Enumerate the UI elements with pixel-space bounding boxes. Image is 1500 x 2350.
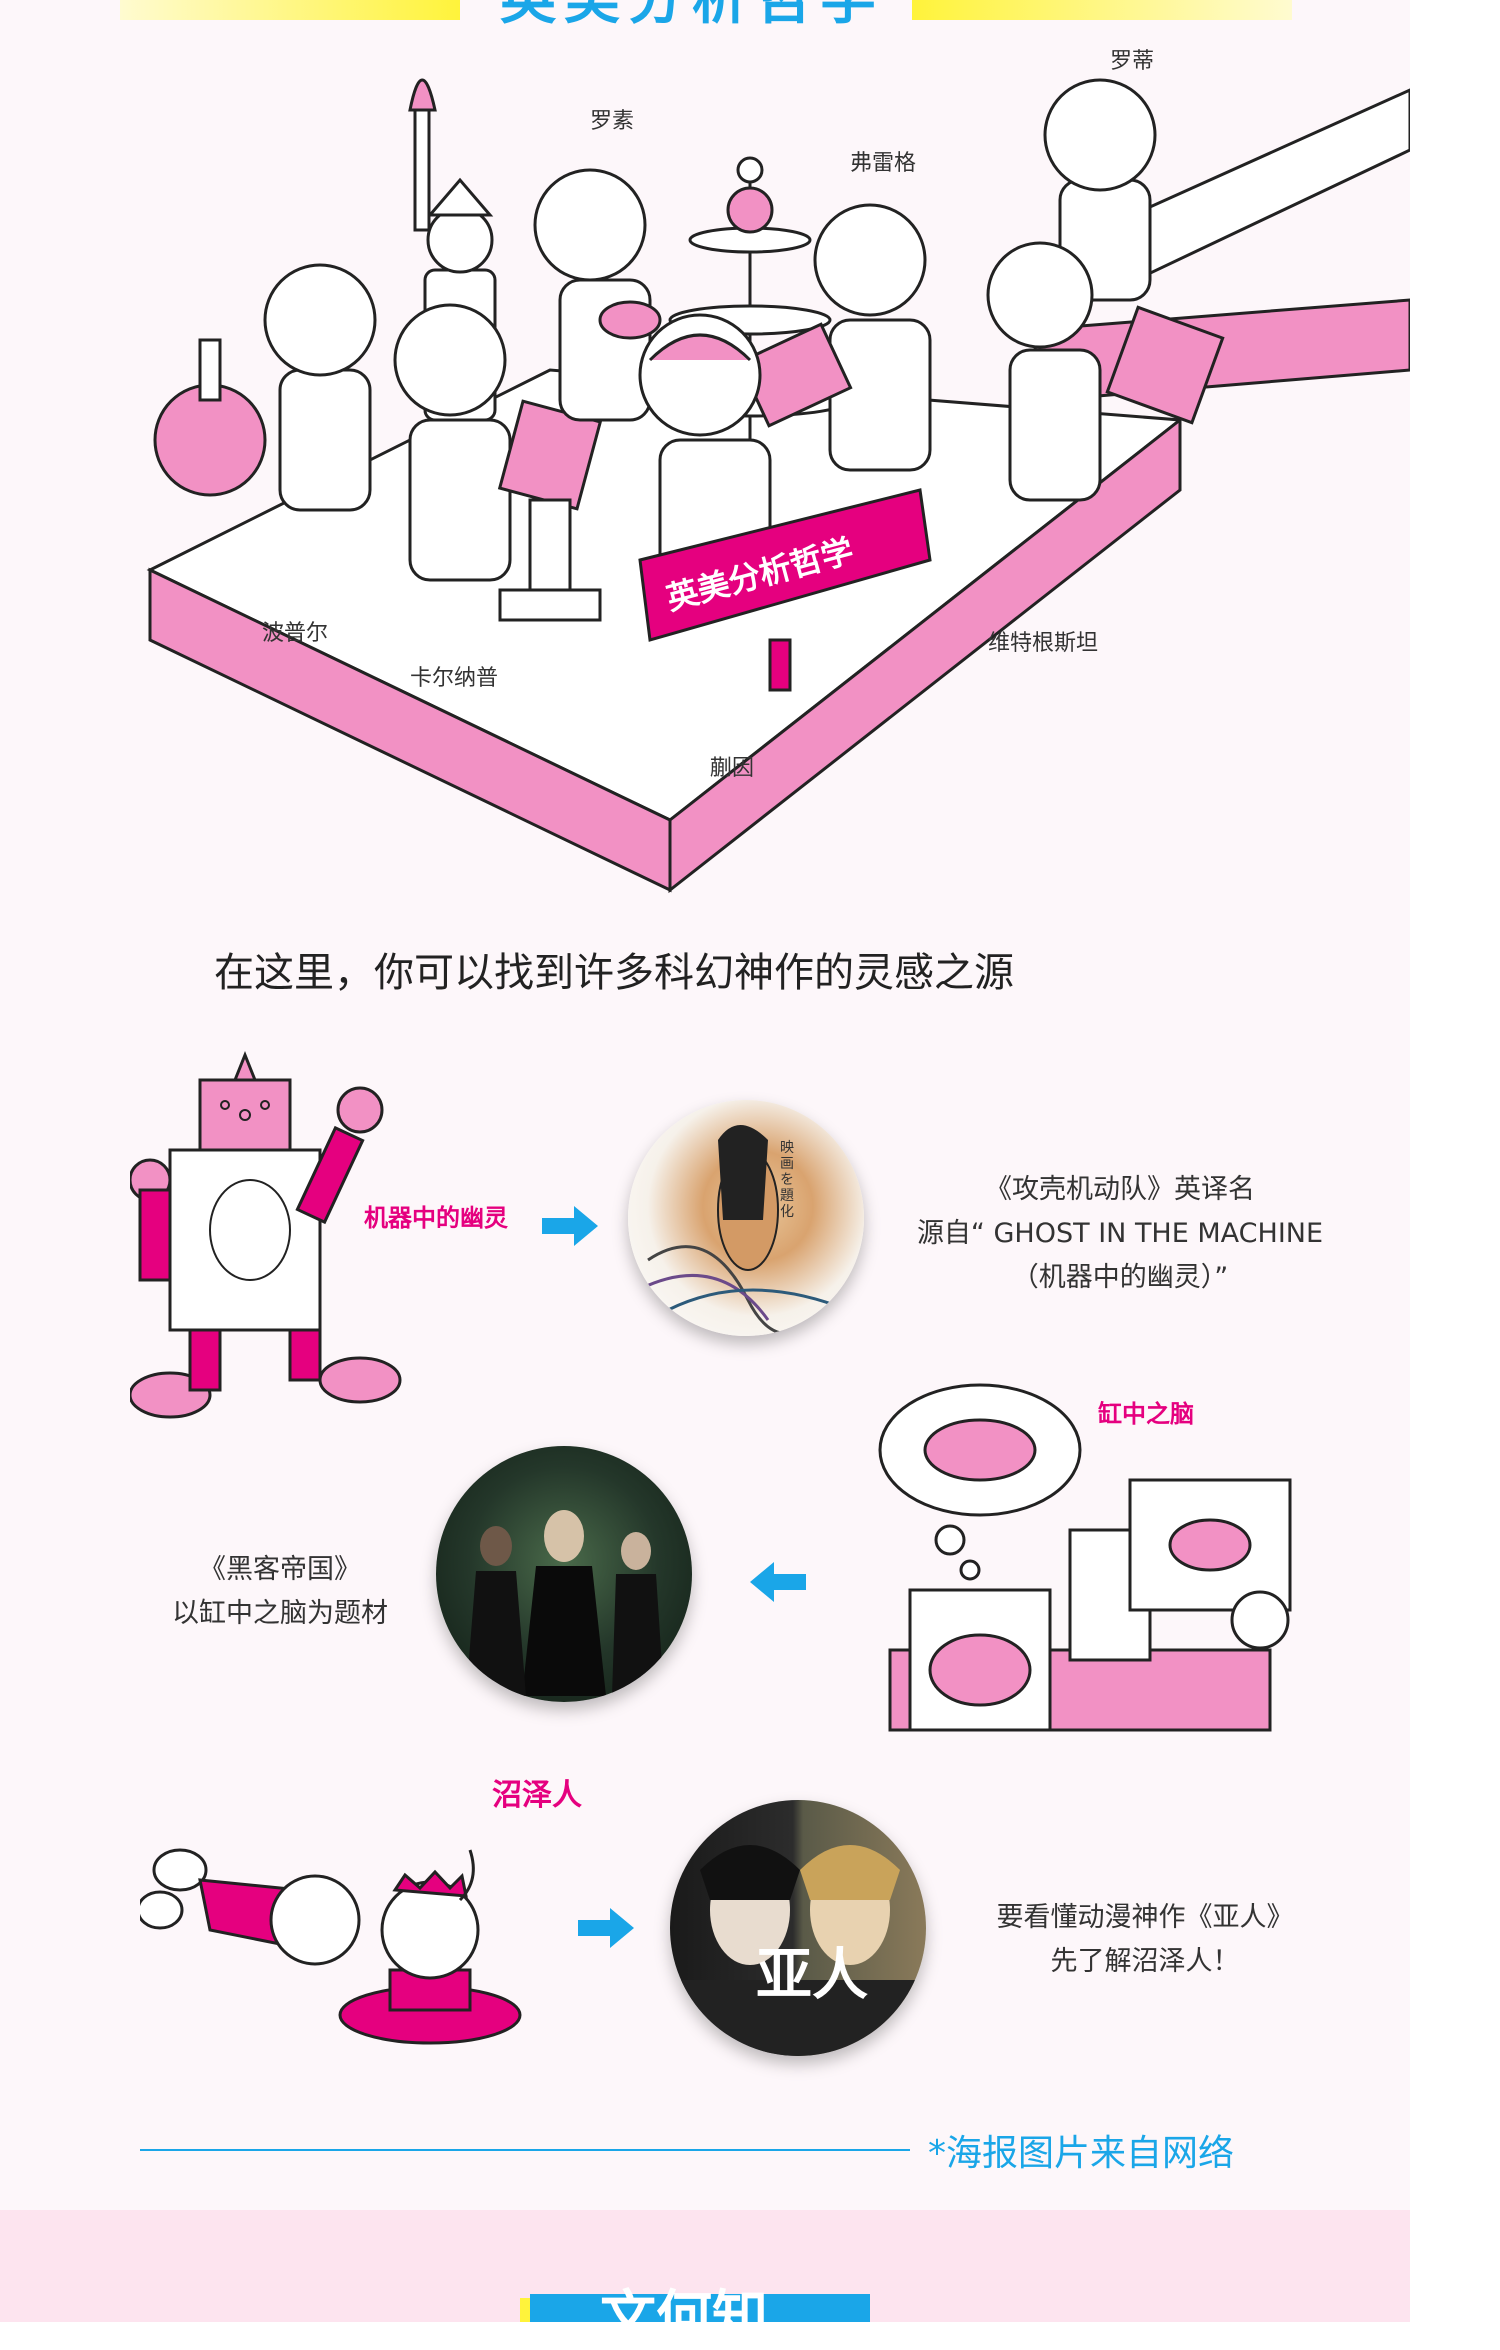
ghost-poster-art bbox=[637, 1125, 860, 1336]
matrix-caption: 《黑客帝国》 以缸中之脑为题材 bbox=[110, 1548, 450, 1636]
label-frege: 弗雷格 bbox=[850, 151, 916, 176]
concept-ghost: 机器中的幽灵 bbox=[364, 1204, 508, 1232]
ghost-caption-line-3: （机器中的幽灵）” bbox=[1011, 1262, 1229, 1293]
brain-vat-illustration bbox=[878, 1383, 1292, 1732]
arrow-left-icon bbox=[750, 1562, 806, 1602]
label-rorty: 罗蒂 bbox=[1110, 49, 1154, 74]
label-quine: 蒯因 bbox=[710, 756, 754, 781]
label-carnap: 卡尔纳普 bbox=[410, 666, 498, 691]
concept-swampman: 沼泽人 bbox=[492, 1778, 582, 1813]
intro-text: 在这里，你可以找到许多科幻神作的灵感之源 bbox=[214, 950, 1014, 996]
philosophers-illustration: 英美分析哲学 罗蒂 罗素 弗雷格 波普尔 卡尔纳普 蒯因 维特根斯坦 bbox=[146, 49, 1410, 894]
ajin-poster: 亚人 bbox=[670, 1800, 926, 2056]
ajin-caption-line-1: 要看懂动漫神作《亚人》 bbox=[996, 1902, 1294, 1933]
matrix-poster bbox=[436, 1446, 692, 1702]
concept-brain-vat: 缸中之脑 bbox=[1098, 1400, 1194, 1428]
section-title: 英美分析哲学 bbox=[500, 0, 884, 28]
ajin-poster-art bbox=[670, 1845, 926, 2056]
next-section-title: 文何知 bbox=[600, 2285, 768, 2350]
matrix-poster-art bbox=[466, 1510, 664, 1696]
arrow-right-icon bbox=[542, 1206, 598, 1246]
label-popper: 波普尔 bbox=[262, 621, 328, 646]
ajin-caption: 要看懂动漫神作《亚人》 先了解沼泽人！ bbox=[940, 1896, 1350, 1984]
matrix-caption-line-2: 以缸中之脑为题材 bbox=[172, 1598, 388, 1629]
next-title-bg bbox=[530, 2294, 870, 2322]
title-bar-right bbox=[912, 0, 1292, 20]
swampman-illustration bbox=[140, 1848, 522, 2045]
robot-illustration bbox=[130, 1050, 402, 1419]
ghost-caption: 《攻壳机动队》英译名 源自“ GHOST IN THE MACHINE （机器中… bbox=[900, 1168, 1340, 1300]
footnote: *海报图片来自网络 bbox=[928, 2133, 1235, 2174]
label-wittgenstein: 维特根斯坦 bbox=[988, 631, 1098, 656]
title-bar-left bbox=[120, 0, 460, 20]
matrix-caption-line-1: 《黑客帝国》 bbox=[199, 1554, 361, 1585]
ghost-poster-text: 映画を題化 bbox=[780, 1140, 794, 1220]
ajin-poster-title: 亚人 bbox=[756, 1942, 868, 2008]
ghost-caption-line-2: 源自“ GHOST IN THE MACHINE bbox=[916, 1218, 1324, 1249]
footnote-divider bbox=[140, 2149, 910, 2151]
arrow-right-icon-2 bbox=[578, 1908, 634, 1948]
label-russell: 罗素 bbox=[590, 109, 634, 134]
ghost-poster: 映画を題化 bbox=[628, 1100, 864, 1336]
ajin-caption-line-2: 先了解沼泽人！ bbox=[1050, 1946, 1240, 1977]
ghost-caption-line-1: 《攻壳机动队》英译名 bbox=[985, 1174, 1255, 1205]
